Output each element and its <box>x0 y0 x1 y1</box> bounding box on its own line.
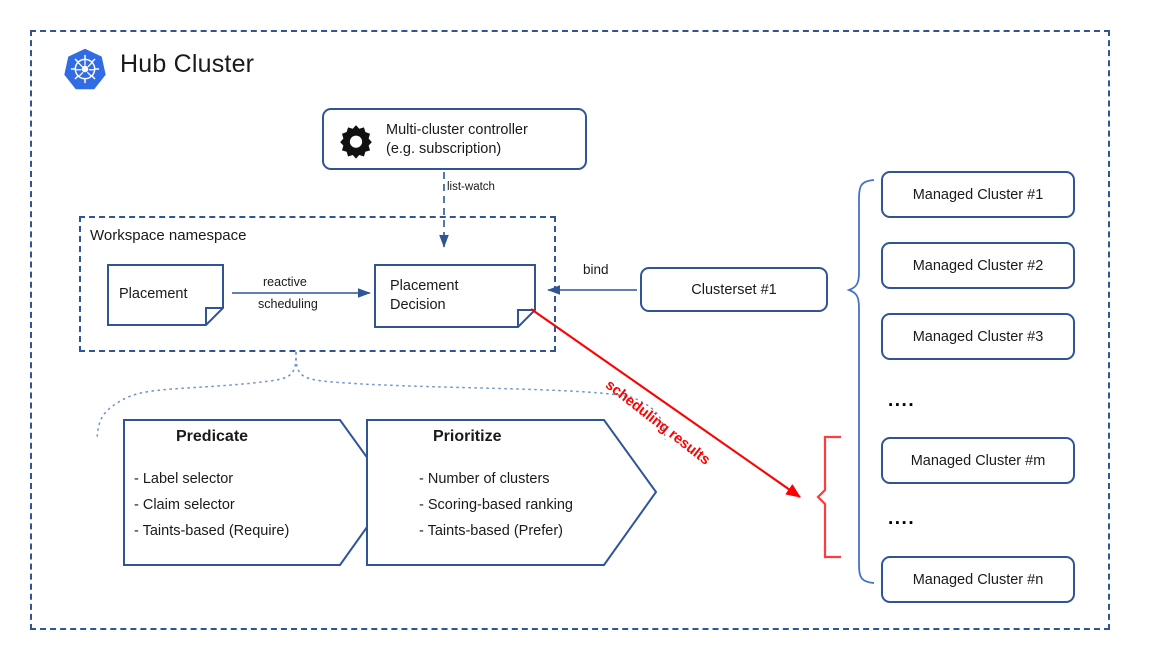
scheduling-results-arrow <box>530 308 801 498</box>
managed-cluster-label: Managed Cluster #m <box>910 452 1046 469</box>
reactive-scheduling-label-line1: reactive <box>263 275 307 289</box>
workspace-namespace-frame <box>79 216 556 352</box>
managed-cluster-label: Managed Cluster #2 <box>912 257 1044 274</box>
page-title: Hub Cluster <box>120 50 255 78</box>
workspace-to-stages-brace <box>96 351 666 441</box>
prioritize-title: Prioritize <box>433 428 502 445</box>
predicate-title: Predicate <box>176 428 249 445</box>
hub-cluster-frame <box>30 30 1110 630</box>
scheduling-results-bracket <box>816 435 841 559</box>
cluster-ellipsis-top: .... <box>888 390 916 411</box>
clusterset-label: Clusterset #1 <box>691 281 777 298</box>
bind-edge-label: bind <box>583 262 609 277</box>
managed-cluster-label: Managed Cluster #1 <box>912 186 1044 203</box>
cluster-ellipsis-bottom: .... <box>888 508 916 529</box>
managed-cluster-1[interactable]: Managed Cluster #1 <box>881 171 1075 218</box>
managed-cluster-2[interactable]: Managed Cluster #2 <box>881 242 1075 289</box>
managed-cluster-n[interactable]: Managed Cluster #n <box>881 556 1075 603</box>
kubernetes-logo-icon <box>64 48 106 90</box>
workspace-namespace-label: Workspace namespace <box>90 227 247 244</box>
placement-decision-document-shape <box>374 264 536 328</box>
predicate-items: - Label selector - Claim selector - Tain… <box>134 471 290 539</box>
managed-cluster-label: Managed Cluster #n <box>912 571 1044 588</box>
managed-cluster-label: Managed Cluster #3 <box>912 328 1044 345</box>
prioritize-chevron <box>366 419 658 566</box>
managed-cluster-m[interactable]: Managed Cluster #m <box>881 437 1075 484</box>
managed-clusters-brace <box>846 179 875 584</box>
gear-icon <box>340 125 372 159</box>
placement-document-shape <box>107 264 224 326</box>
placement-node-label: Placement <box>119 286 188 302</box>
multi-cluster-controller-label: Multi-cluster controller (e.g. subscript… <box>386 122 528 157</box>
prioritize-items: - Number of clusters - Scoring-based ran… <box>419 471 573 539</box>
managed-cluster-3[interactable]: Managed Cluster #3 <box>881 313 1075 360</box>
clusterset-node[interactable]: Clusterset #1 <box>640 267 828 312</box>
multi-cluster-controller-node[interactable]: Multi-cluster controller (e.g. subscript… <box>322 108 587 170</box>
reactive-scheduling-label-line2: scheduling <box>258 297 318 311</box>
placement-decision-node-label: Placement Decision <box>390 278 459 313</box>
list-watch-edge-label: list-watch <box>447 181 495 193</box>
